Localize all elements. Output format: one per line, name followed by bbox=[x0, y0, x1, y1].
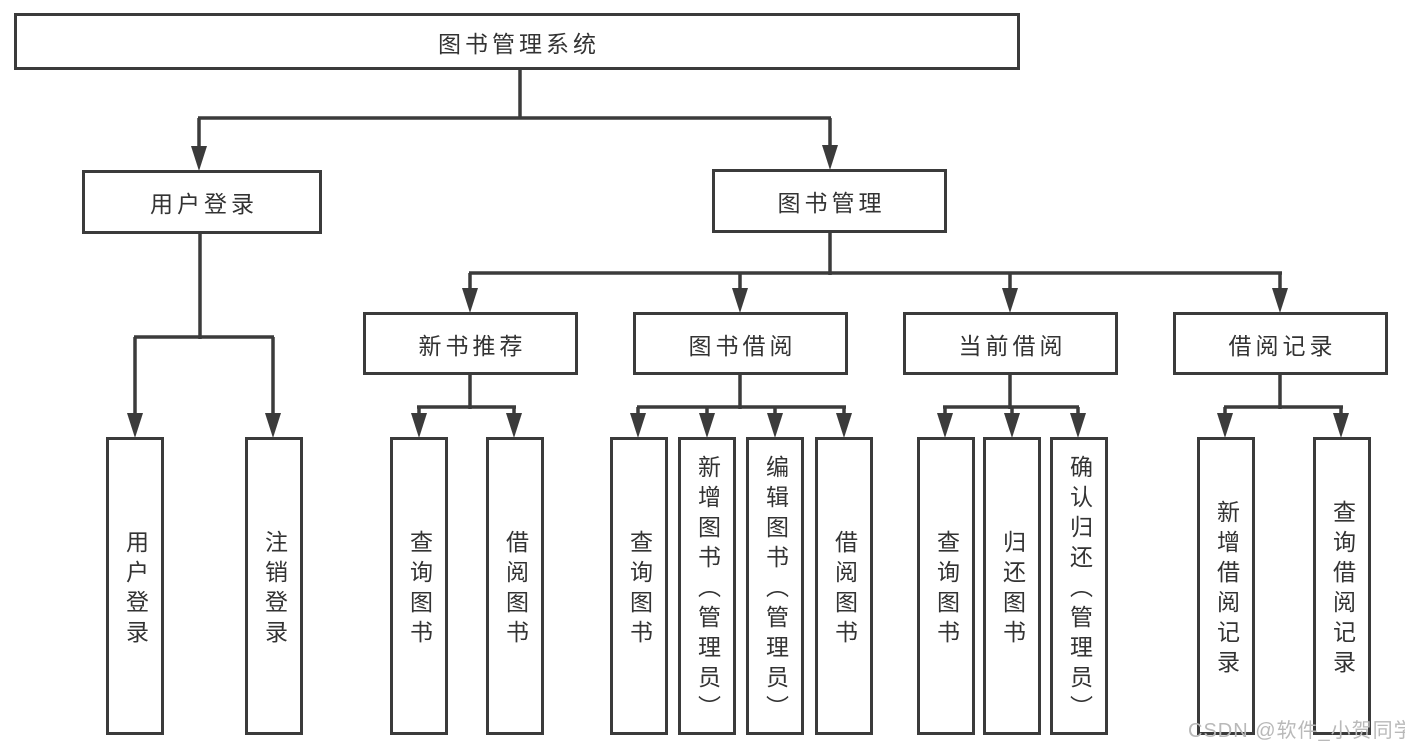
connector-book-management-to-level3 bbox=[462, 233, 1288, 313]
leaf-return-books: 归还图书 bbox=[983, 437, 1041, 735]
leaf-label: 借阅图书 bbox=[831, 529, 858, 650]
leaf-label: 借阅图书 bbox=[502, 529, 529, 650]
connector-borrow-records-to-children bbox=[1217, 375, 1349, 438]
leaf-edit-books-admin: 编辑图书（管理员） bbox=[746, 437, 804, 735]
connector-user-login-to-children bbox=[127, 234, 281, 438]
leaf-label: 查询图书 bbox=[626, 529, 653, 650]
leaf-label: 用户登录 bbox=[122, 529, 149, 650]
leaf-user-login: 用户登录 bbox=[106, 437, 164, 735]
node-book-borrowing: 图书借阅 bbox=[633, 312, 848, 375]
node-borrow-records: 借阅记录 bbox=[1173, 312, 1388, 375]
leaf-borrow-books-recommend: 借阅图书 bbox=[486, 437, 544, 735]
node-label: 借阅记录 bbox=[1228, 332, 1337, 359]
leaf-query-books-recommend: 查询图书 bbox=[390, 437, 448, 735]
leaf-logout: 注销登录 bbox=[245, 437, 303, 735]
node-label: 用户登录 bbox=[150, 191, 258, 217]
leaf-confirm-return-admin: 确认归还（管理员） bbox=[1050, 437, 1108, 735]
leaf-query-books-current: 查询图书 bbox=[917, 437, 975, 735]
node-label: 图书借阅 bbox=[688, 332, 797, 359]
leaf-label: 查询借阅记录 bbox=[1329, 499, 1356, 680]
leaf-add-borrow-record: 新增借阅记录 bbox=[1197, 437, 1255, 735]
connector-book-borrowing-to-children bbox=[630, 375, 852, 438]
csdn-watermark: CSDN @软件_小贺同学 bbox=[1188, 720, 1405, 742]
leaf-query-borrow-record: 查询借阅记录 bbox=[1313, 437, 1371, 735]
node-new-book-recommend: 新书推荐 bbox=[363, 312, 578, 375]
leaf-borrow-books-borrowing: 借阅图书 bbox=[815, 437, 873, 735]
connector-current-borrowing-to-children bbox=[937, 375, 1086, 438]
leaf-label: 归还图书 bbox=[999, 529, 1026, 650]
node-label: 图书管理系统 bbox=[438, 30, 600, 57]
leaf-query-books-borrowing: 查询图书 bbox=[610, 437, 668, 735]
node-current-borrowing: 当前借阅 bbox=[903, 312, 1118, 375]
node-label: 图书管理 bbox=[777, 190, 886, 216]
node-book-management: 图书管理 bbox=[712, 169, 947, 233]
connector-root-to-level2 bbox=[191, 70, 838, 171]
connector-new-book-recommend-to-children bbox=[411, 375, 522, 438]
leaf-label: 编辑图书（管理员） bbox=[762, 454, 789, 725]
leaf-label: 注销登录 bbox=[261, 529, 288, 650]
node-user-login: 用户登录 bbox=[82, 170, 322, 234]
leaf-label: 新增借阅记录 bbox=[1213, 499, 1240, 680]
node-label: 新书推荐 bbox=[418, 332, 527, 359]
leaf-label: 新增图书（管理员） bbox=[694, 454, 721, 725]
leaf-label: 查询图书 bbox=[933, 529, 960, 650]
node-library-management-system: 图书管理系统 bbox=[14, 13, 1020, 70]
leaf-label: 确认归还（管理员） bbox=[1066, 454, 1093, 725]
leaf-label: 查询图书 bbox=[406, 529, 433, 650]
leaf-add-books-admin: 新增图书（管理员） bbox=[678, 437, 736, 735]
node-label: 当前借阅 bbox=[958, 332, 1067, 359]
